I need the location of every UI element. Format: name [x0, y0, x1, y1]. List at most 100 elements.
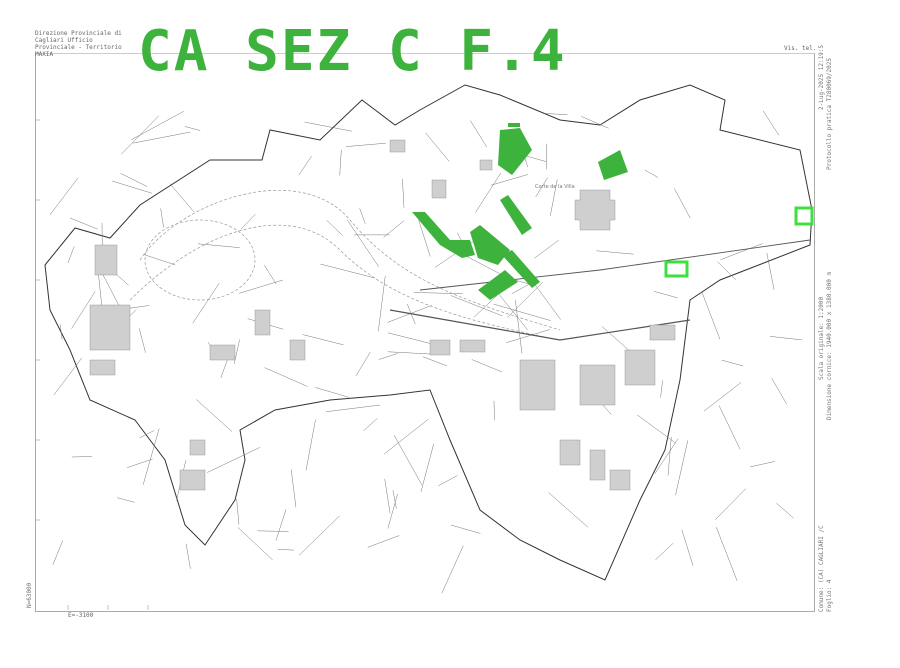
parcel-boundary-line	[393, 434, 422, 485]
parcel-boundary-line	[347, 219, 379, 267]
parcel-boundary-line	[493, 303, 551, 321]
map-label: Corte de la Villa	[535, 184, 575, 190]
buildings	[89, 139, 676, 491]
north-coordinate: N=63000	[26, 582, 33, 608]
parcel-boundary-line	[49, 177, 79, 216]
parcel-boundary-line	[384, 478, 391, 514]
parcel-boundary-line	[418, 220, 431, 257]
parcel-boundary-line	[304, 121, 353, 132]
highlight-boxes	[664, 206, 814, 278]
parcel-boundary-line	[197, 243, 240, 248]
parcel-boundary-line	[675, 440, 689, 496]
parcel-boundary-line	[298, 515, 340, 556]
main-road	[389, 309, 691, 341]
parcel-boundary-line	[326, 404, 381, 412]
header-office: Direzione Provinciale di Cagliari Uffici…	[35, 30, 122, 58]
parcel-boundary-line	[237, 527, 273, 561]
parcel-boundary-line	[717, 261, 737, 280]
parcel-lines	[49, 110, 803, 594]
parcel-boundary-line	[305, 419, 316, 471]
parcel-boundary-line	[139, 328, 146, 353]
side-frame-size: Dimensione cornice: 1940.000 x 1380.000 …	[826, 271, 833, 420]
parcel-boundary-line	[117, 497, 135, 503]
parcel-boundary-line	[596, 250, 634, 255]
parcel-boundary-line	[771, 377, 787, 405]
parcel-boundary-line	[363, 418, 378, 432]
parcel-boundary-line	[264, 367, 308, 387]
parcel-boundary-line	[534, 239, 559, 259]
parcel-boundary-line	[550, 179, 558, 216]
parcel-boundary-line	[750, 461, 775, 468]
parcel-boundary-line	[674, 188, 691, 219]
parcel-boundary-line	[413, 292, 463, 295]
parcel-boundary-line	[515, 299, 523, 354]
side-foglio: Foglio: 4	[826, 579, 833, 612]
sheet-title: CA SEZ C F.4	[138, 19, 567, 84]
parcel-boundary-line	[236, 498, 240, 525]
parcel-boundary-line	[240, 213, 256, 230]
parcel-boundary-line	[450, 524, 481, 534]
parcel-boundary-line	[644, 169, 659, 178]
parcel-boundary-line	[142, 428, 160, 485]
parcel-boundary-line	[766, 252, 775, 290]
parcel-boundary-line	[160, 208, 164, 228]
parcel-boundary-line	[660, 380, 663, 398]
parcel-boundary-line	[238, 279, 284, 294]
parcel-boundary-line	[378, 353, 398, 360]
parcel-boundary-line	[207, 447, 261, 473]
parcel-boundary-line	[264, 265, 277, 285]
parcel-boundary-line	[127, 458, 153, 468]
parcel-boundary-line	[384, 419, 429, 455]
parcel-boundary-line	[438, 475, 458, 486]
parcel-boundary-line	[120, 173, 148, 187]
parcel-boundary-line	[490, 174, 529, 186]
secondary-road	[419, 239, 811, 291]
parcel-boundary-line	[721, 359, 744, 367]
parcel-boundary-line	[367, 535, 400, 548]
parcel-boundary-line	[277, 549, 294, 551]
frame-ticks	[35, 119, 149, 610]
parcel-boundary-line	[52, 540, 63, 565]
parcel-boundary-line	[112, 180, 152, 194]
parcel-boundary-line	[776, 502, 794, 519]
map-frame	[35, 53, 815, 612]
parcel-boundary-line	[720, 243, 763, 260]
parcel-boundary-line	[315, 387, 350, 398]
parcel-boundary-line	[495, 290, 528, 331]
parcel-boundary-line	[326, 220, 344, 236]
parcel-boundary-line	[169, 183, 195, 212]
parcel-boundary-line	[425, 132, 450, 162]
parcel-boundary-line	[770, 336, 803, 341]
parcel-boundary-line	[441, 545, 464, 594]
parcel-boundary-line	[220, 358, 228, 379]
parcel-boundary-line	[387, 493, 398, 529]
side-protocol: Protocollo pratica T280069/2025	[826, 58, 833, 170]
parcel-boundary-line	[185, 543, 191, 569]
parcel-boundary-line	[59, 324, 63, 340]
parcel-boundary-line	[131, 111, 184, 141]
parcel-boundary-line	[53, 357, 82, 396]
parcel-boundary-line	[184, 126, 201, 131]
parcel-boundary-line	[703, 382, 742, 412]
parcel-boundary-line	[320, 263, 376, 279]
parcel-boundary-line	[71, 291, 96, 329]
side-comune: Comune: (CA) CAGLIARI /C	[818, 525, 825, 612]
parcel-boundary-line	[718, 405, 741, 450]
parcel-boundary-line	[392, 490, 397, 509]
parcel-boundary-line	[339, 149, 342, 176]
parcel-boundary-line	[714, 488, 747, 520]
parcel-boundary-line	[257, 530, 289, 532]
parcel-boundary-line	[654, 438, 679, 474]
parcel-boundary-line	[67, 246, 75, 264]
east-coordinate: E=-3100	[68, 612, 94, 619]
parcel-boundary-line	[471, 359, 502, 373]
parcel-boundary-line	[653, 291, 678, 299]
parcel-boundary-line	[506, 282, 543, 318]
parcel-boundary-line	[470, 120, 487, 148]
parcel-boundary-line	[298, 155, 312, 176]
parcel-boundary-line	[290, 469, 297, 508]
parcel-boundary-line	[120, 115, 160, 155]
parcel-boundary-line	[655, 542, 674, 561]
parcel-boundary-line	[378, 275, 386, 332]
